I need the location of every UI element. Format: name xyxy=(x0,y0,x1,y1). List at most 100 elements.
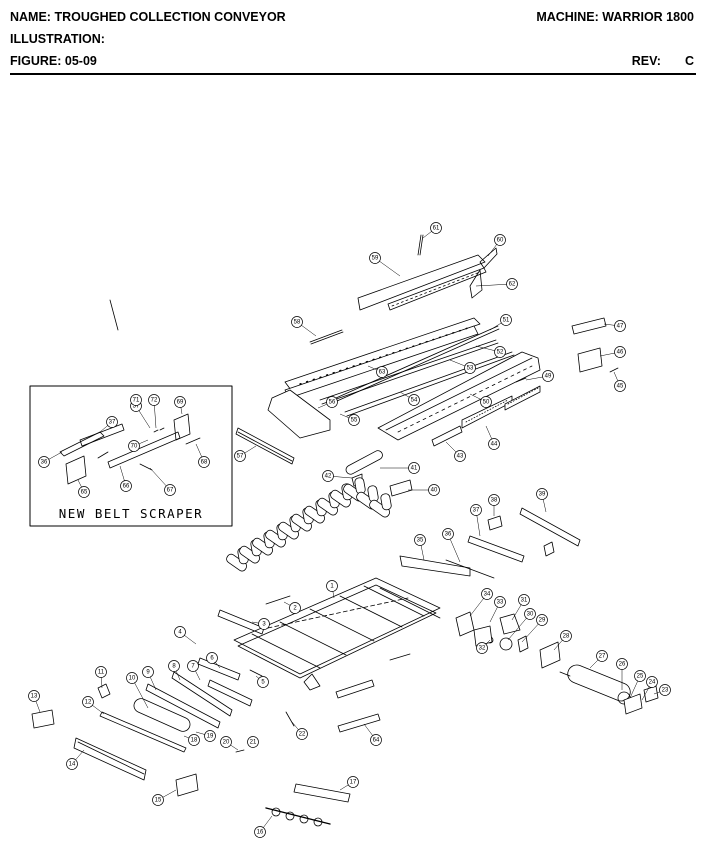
callout-circle xyxy=(257,676,269,688)
callout-circle xyxy=(480,396,492,408)
callout-15: 15 xyxy=(152,794,164,806)
callout-circle xyxy=(348,414,360,426)
callout-circle xyxy=(164,484,176,496)
callout-circle xyxy=(476,642,488,654)
callout-circle xyxy=(500,314,512,326)
callout-circle xyxy=(128,440,140,452)
callout-circle xyxy=(296,728,308,740)
idler-rollers xyxy=(345,450,413,497)
callout-leaders xyxy=(33,227,666,833)
callout-circle xyxy=(370,734,382,746)
callout-29: 29 xyxy=(536,614,548,626)
callout-number: 36 xyxy=(445,531,452,537)
callout-number: 27 xyxy=(599,653,606,659)
exploded-parts-diagram: 1234567891011121314151617181920212223242… xyxy=(28,222,671,838)
callout-number: 3 xyxy=(262,621,266,627)
callout-5: 5 xyxy=(257,676,269,688)
callout-circle xyxy=(596,650,608,662)
callout-68: 68 xyxy=(198,456,210,468)
callout-circle xyxy=(454,450,466,462)
callout-58: 58 xyxy=(291,316,303,328)
callout-20: 20 xyxy=(220,736,232,748)
callout-circle xyxy=(28,690,40,702)
callout-circle xyxy=(82,696,94,708)
callout-number: 25 xyxy=(637,673,644,679)
callout-27: 27 xyxy=(596,650,608,662)
inset-title: NEW BELT SCRAPER xyxy=(59,506,203,521)
callout-circle xyxy=(206,652,218,664)
callout-number: 70 xyxy=(131,443,138,449)
center-bars xyxy=(335,535,525,733)
callout-circle xyxy=(408,394,420,406)
callout-circle xyxy=(66,758,78,770)
callout-circle xyxy=(542,370,554,382)
callout-19: 19 xyxy=(204,730,216,742)
callout-49: 49 xyxy=(542,370,554,382)
callout-number: 68 xyxy=(201,459,208,465)
callout-31: 31 xyxy=(518,594,530,606)
callout-number: 45 xyxy=(617,383,624,389)
callout-number: 18 xyxy=(191,737,198,743)
callout-number: 55 xyxy=(351,417,358,423)
callout-59: 59 xyxy=(369,252,381,264)
callout-61: 61 xyxy=(430,222,442,234)
callout-number: 40 xyxy=(431,487,438,493)
callout-circle xyxy=(408,462,420,474)
callout-circle xyxy=(488,494,500,506)
callout-46: 46 xyxy=(614,346,626,358)
callout-circle xyxy=(464,362,476,374)
callout-circle xyxy=(614,380,626,392)
callout-40: 40 xyxy=(428,484,440,496)
callout-circle xyxy=(536,488,548,500)
callout-53: 53 xyxy=(464,362,476,374)
lower-small-parts xyxy=(175,711,351,827)
callout-number: 15 xyxy=(155,797,162,803)
callout-circle xyxy=(428,484,440,496)
callout-4: 4 xyxy=(174,626,186,638)
callout-circle xyxy=(220,736,232,748)
callout-circle xyxy=(430,222,442,234)
callout-number: 59 xyxy=(372,255,379,261)
header-rule xyxy=(10,73,696,75)
callout-circle xyxy=(481,588,493,600)
callout-number: 43 xyxy=(457,453,464,459)
callout-7: 7 xyxy=(187,660,199,672)
callout-17: 17 xyxy=(347,776,359,788)
callout-23: 23 xyxy=(659,684,671,696)
callout-number: 69 xyxy=(177,399,184,405)
callout-12: 12 xyxy=(82,696,94,708)
callout-circle xyxy=(198,456,210,468)
callout-number: 6 xyxy=(210,655,214,661)
callout-number: 58 xyxy=(294,319,301,325)
callout-9: 9 xyxy=(142,666,154,678)
bearing-parts xyxy=(455,611,529,653)
callout-52: 52 xyxy=(494,346,506,358)
callout-69: 69 xyxy=(174,396,186,408)
callout-circle xyxy=(152,794,164,806)
callout-37: 37 xyxy=(470,504,482,516)
callout-circle xyxy=(174,396,186,408)
callout-number: 36 xyxy=(41,459,48,465)
callout-number: 37 xyxy=(133,403,140,409)
top-cover-assembly xyxy=(357,234,498,311)
callout-circle xyxy=(78,486,90,498)
callout-number: 17 xyxy=(350,779,357,785)
callout-11: 11 xyxy=(95,666,107,678)
callout-number: 35 xyxy=(417,537,424,543)
callout-circle xyxy=(322,470,334,482)
callout-47: 47 xyxy=(614,320,626,332)
callout-circle xyxy=(254,826,266,838)
callout-71: 71 xyxy=(130,394,142,406)
callout-34: 34 xyxy=(481,588,493,600)
callout-number: 39 xyxy=(539,491,546,497)
callout-number: 16 xyxy=(257,829,264,835)
illustration-field: ILLUSTRATION: xyxy=(10,32,105,46)
callout-number: 30 xyxy=(527,611,534,617)
callout-number: 52 xyxy=(497,349,504,355)
callout-44: 44 xyxy=(488,438,500,450)
callout-number: 50 xyxy=(483,399,490,405)
callout-number: 22 xyxy=(299,731,306,737)
figure-field: FIGURE: 05-09 xyxy=(10,54,97,68)
callout-number: 13 xyxy=(31,693,38,699)
callout-circle xyxy=(634,670,646,682)
